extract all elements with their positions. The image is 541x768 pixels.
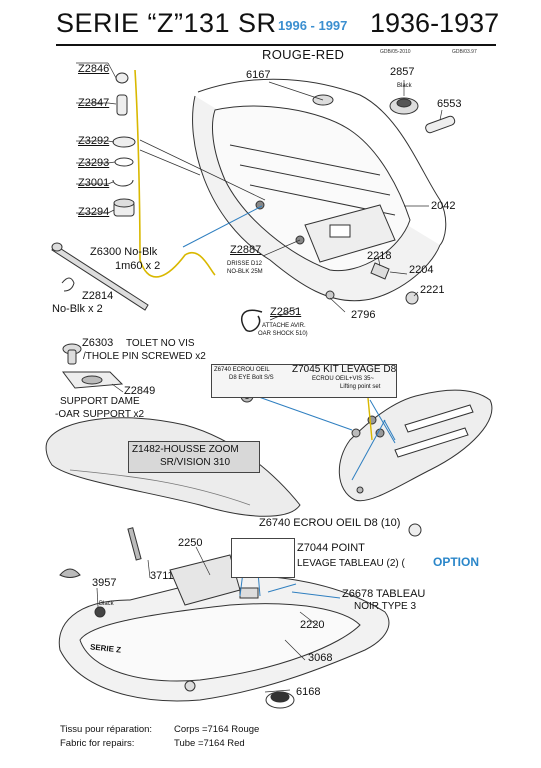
color-label: ROUGE-RED xyxy=(262,47,345,62)
part-z2849-desc-en: -OAR SUPPORT x2 xyxy=(55,409,145,420)
part-z6678-desc: NOIR TYPE 3 xyxy=(354,601,417,612)
part-z3001-label: Z3001 xyxy=(78,177,110,189)
part-2857-label: 2857 xyxy=(390,66,415,78)
part-3068-label: 3068 xyxy=(308,652,333,664)
repair-fabric-corps: Corps =7164 Rouge xyxy=(174,724,260,735)
part-z2887-desc2: NO-BLK 25M xyxy=(227,269,263,275)
leader-lines-top xyxy=(262,80,443,321)
part-6553-label: 6553 xyxy=(437,98,462,110)
part-z7045-desc: ECROU OEIL+VIS 35~ xyxy=(312,376,375,382)
part-z6740-small-desc: D8 EYE Bolt S/S xyxy=(229,375,274,381)
part-z3294-label: Z3294 xyxy=(78,206,110,218)
part-z6740-small-label: Z6740 ECROU OEIL xyxy=(214,367,270,373)
part-3957-label: 3957 xyxy=(92,577,117,589)
leader-lines-lower xyxy=(96,546,319,693)
ref-right: GDB/03.97 xyxy=(452,49,477,55)
ring-2796 xyxy=(325,290,335,300)
part-z6303-label: Z6303 xyxy=(82,337,114,349)
drain-2204 xyxy=(370,262,390,280)
part-z6303-desc-en: /THOLE PIN SCREWED x2 xyxy=(83,351,206,362)
upper-boat-illustration xyxy=(192,78,456,305)
part-z2851-desc2: OAR SHOCK 510) xyxy=(258,331,308,337)
repair-fabric-tube: Tube =7164 Red xyxy=(174,738,245,749)
part-z2887-label: Z2887 xyxy=(230,244,262,256)
upper-boat-transom-plate xyxy=(329,224,351,238)
part-2857-note: Black xyxy=(397,83,412,89)
part-z6300-qty: 1m60 x 2 xyxy=(115,260,161,272)
blue-leaders-floorboard xyxy=(255,395,396,481)
part-z6300-label: Z6300 No-Blk xyxy=(90,246,158,258)
part-z2814-label: Z2814 xyxy=(82,290,114,302)
upper-boat-floor-seam-2 xyxy=(239,164,391,196)
part-2221-label: 2221 xyxy=(420,284,445,296)
part-z2851-label: Z2851 xyxy=(270,306,302,318)
part-2042-label: 2042 xyxy=(431,200,456,212)
part-z1482-desc: SR/VISION 310 xyxy=(160,457,231,468)
part-6167-label: 6167 xyxy=(246,69,271,81)
oar-support-z2849 xyxy=(62,371,124,389)
part-z2814-qty: No-Blk x 2 xyxy=(52,303,103,315)
part-z2847-label: Z2847 xyxy=(78,97,110,109)
valve-2857-cap xyxy=(396,98,412,108)
year-range-blue: 1996 - 1997 xyxy=(278,18,348,33)
part-z3293-label: Z3293 xyxy=(78,157,110,169)
repair-fabric-fr-label: Tissu pour réparation: xyxy=(60,724,153,735)
thole-pin-z6303 xyxy=(62,343,82,365)
part-z6740-label: Z6740 ECROU OEIL D8 (10) xyxy=(259,517,401,529)
part-2204-label: 2204 xyxy=(409,264,434,276)
part-z7044-label: Z7044 POINT xyxy=(297,542,365,554)
part-z7044-desc: LEVAGE TABLEAU (2) ( xyxy=(297,558,405,569)
cover-label-box xyxy=(128,441,260,473)
part-z2849-label: Z2849 xyxy=(124,385,156,397)
part-z2849-desc: SUPPORT DAME xyxy=(60,396,140,407)
ref-left: GDB/05-2010 xyxy=(380,49,411,55)
part-3711-label: 3711 xyxy=(150,570,174,582)
part-z6303-desc: TOLET NO VIS xyxy=(126,338,195,349)
part-z7045-label: Z7045 KIT LEVAGE D8 xyxy=(292,364,397,375)
part-2218-label: 2218 xyxy=(367,250,392,262)
floorboard xyxy=(338,389,493,502)
shock-cord-z2851 xyxy=(240,309,263,332)
oar-pole-z6300 xyxy=(51,242,149,311)
part-z2851-desc1: ATTACHE AVIR. xyxy=(262,323,306,329)
left-small-parts xyxy=(112,72,136,217)
lifting-kit-box xyxy=(211,364,397,398)
upper-boat-floor-seam-1 xyxy=(229,144,381,176)
page-title: SERIE “Z”131 SR xyxy=(56,8,277,38)
part-2250-label: 2250 xyxy=(178,537,203,549)
part-z6678-label: Z6678 TABLEAU xyxy=(342,588,426,600)
part-2796-label: 2796 xyxy=(351,309,376,321)
oarlock-left xyxy=(255,200,265,210)
repair-fabric-en-label: Fabric for repairs: xyxy=(60,738,135,749)
lower-boat-illustration xyxy=(58,554,390,702)
transom-lifting-box xyxy=(231,538,295,578)
part-z7045-desc-en: Lifting point set xyxy=(340,384,381,390)
part-3957-note: Black xyxy=(99,601,114,607)
part-z2887-desc1: DRISSE D12 xyxy=(227,261,263,267)
title-underline xyxy=(56,44,496,46)
upper-boat-right-tube xyxy=(197,78,447,246)
rope-z6300 xyxy=(134,69,216,278)
handle-6553 xyxy=(425,115,456,134)
part-6168-label: 6168 xyxy=(296,686,321,698)
part-2220-label: 2220 xyxy=(300,619,325,631)
left-leader-lines xyxy=(76,62,266,214)
part-z1482-label: Z1482-HOUSSE ZOOM xyxy=(132,444,239,455)
part-z3292-label: Z3292 xyxy=(78,135,110,147)
option-label: OPTION xyxy=(433,555,480,569)
year-range: 1936-1937 xyxy=(370,8,500,38)
part-z2846-label: Z2846 xyxy=(78,63,110,75)
blue-leader-z2887 xyxy=(182,205,263,248)
clip-z2814 xyxy=(61,277,75,292)
